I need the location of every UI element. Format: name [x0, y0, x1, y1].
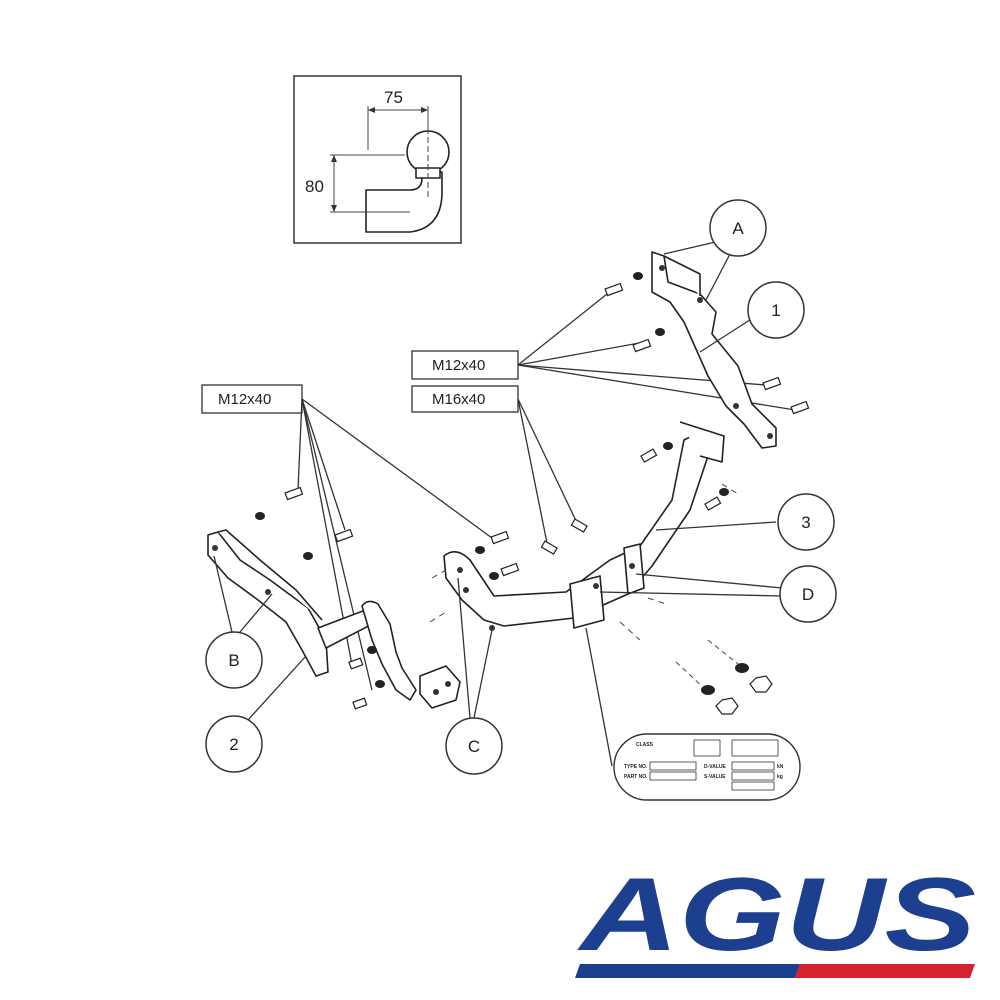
bolt-label-left-m12: M12x40 — [201, 384, 303, 414]
callout-A: A — [709, 199, 767, 257]
agus-logo: AGUS — [575, 857, 976, 978]
plate-s-value: S-VALUE — [704, 774, 726, 780]
bolt-label-right-m12-text: M12x40 — [432, 357, 485, 374]
plate-class: CLASS — [636, 742, 654, 748]
identification-plate: CLASS TYPE NO. PART NO. D-VALUE kN S-VAL… — [613, 733, 801, 801]
plate-kg: kg — [777, 774, 783, 780]
callout-A-text: A — [732, 219, 744, 238]
callout-D-text: D — [802, 585, 814, 604]
fasteners — [255, 272, 810, 715]
callout-D: D — [779, 565, 837, 623]
plate-kn: kN — [777, 764, 784, 770]
callout-2: 2 — [205, 715, 263, 773]
callout-C: C — [445, 717, 503, 775]
callout-leaders — [213, 239, 783, 767]
callout-1-text: 1 — [771, 301, 780, 320]
callout-3-text: 3 — [801, 513, 810, 532]
main-crossbeam — [317, 421, 725, 709]
plate-type-no: TYPE NO. — [624, 764, 648, 770]
callout-2-text: 2 — [229, 735, 238, 754]
callout-B: B — [205, 631, 263, 689]
bolt-label-left-m12-text: M12x40 — [218, 391, 271, 408]
callout-3: 3 — [777, 493, 835, 551]
bolt-label-right-m12: M12x40 — [411, 350, 519, 380]
left-side-bracket — [207, 529, 329, 677]
bolt-label-right-m16: M16x40 — [411, 385, 519, 413]
plate-d-value: D-VALUE — [704, 764, 727, 770]
tow-ball-inset: 75 80 — [293, 75, 462, 244]
plate-part-no: PART NO. — [624, 774, 648, 780]
agus-logo-text: AGUS — [576, 857, 976, 973]
dim-height-label: 80 — [305, 177, 324, 196]
bolt-label-right-m16-text: M16x40 — [432, 391, 485, 408]
callout-C-text: C — [468, 737, 480, 756]
leader-lines — [297, 289, 796, 691]
right-side-bracket — [651, 251, 777, 449]
callout-B-text: B — [228, 651, 239, 670]
logo-stripe-red — [795, 964, 975, 978]
callout-1: 1 — [747, 281, 805, 339]
dim-width-label: 75 — [384, 88, 403, 107]
logo-stripe-blue — [575, 964, 800, 978]
